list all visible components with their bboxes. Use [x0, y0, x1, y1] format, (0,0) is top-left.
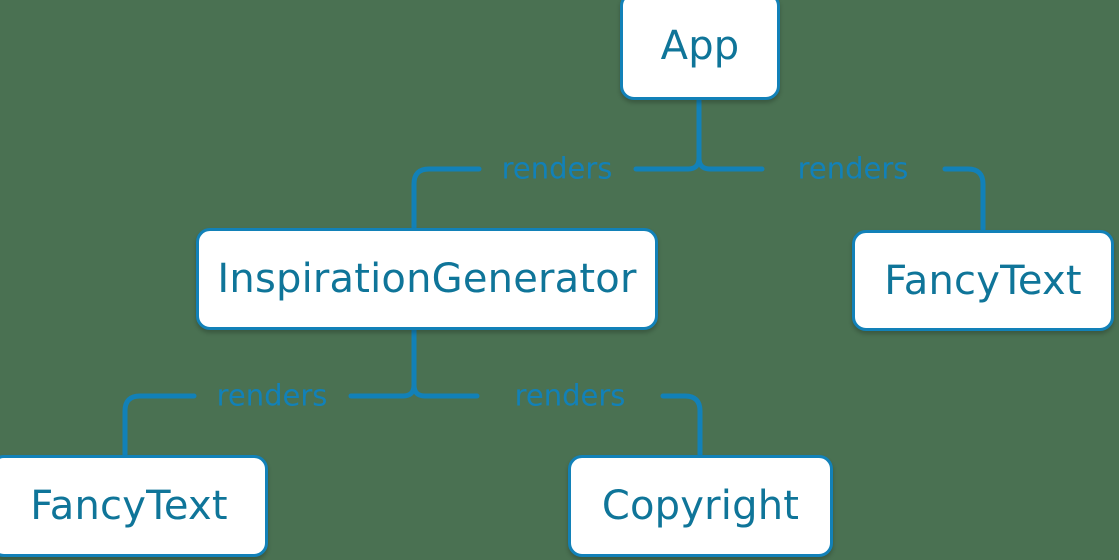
node-fancytext-left-label: FancyText	[30, 483, 228, 529]
edge-inspiration-to-copyright-right	[660, 393, 703, 458]
edge-app-branch-right-cap	[696, 155, 713, 172]
node-copyright-label: Copyright	[601, 483, 800, 529]
node-inspiration-generator[interactable]: InspirationGenerator	[196, 228, 658, 330]
node-inspiration-generator-label: InspirationGenerator	[217, 256, 637, 302]
edge-label-inspiration-to-copyright: renders	[514, 378, 626, 413]
edge-app-to-inspiration-right	[411, 166, 482, 231]
edge-label-app-to-fancytext: renders	[797, 151, 909, 186]
edge-app-to-fancytext-right	[942, 166, 986, 233]
node-fancytext-right[interactable]: FancyText	[852, 230, 1114, 331]
node-app-label: App	[660, 23, 740, 69]
edge-inspiration-stem	[400, 327, 417, 399]
edge-inspiration-to-fancytext-left	[122, 393, 197, 458]
edge-label-inspiration-to-fancytext: renders	[216, 378, 328, 413]
edge-label-app-to-inspiration: renders	[501, 151, 613, 186]
node-copyright[interactable]: Copyright	[568, 455, 833, 557]
edge-app-stem	[685, 97, 702, 172]
node-app[interactable]: App	[620, 0, 780, 100]
node-fancytext-right-label: FancyText	[884, 257, 1082, 304]
edge-inspiration-branch-right-cap	[411, 382, 428, 399]
node-fancytext-left[interactable]: FancyText	[0, 455, 268, 557]
